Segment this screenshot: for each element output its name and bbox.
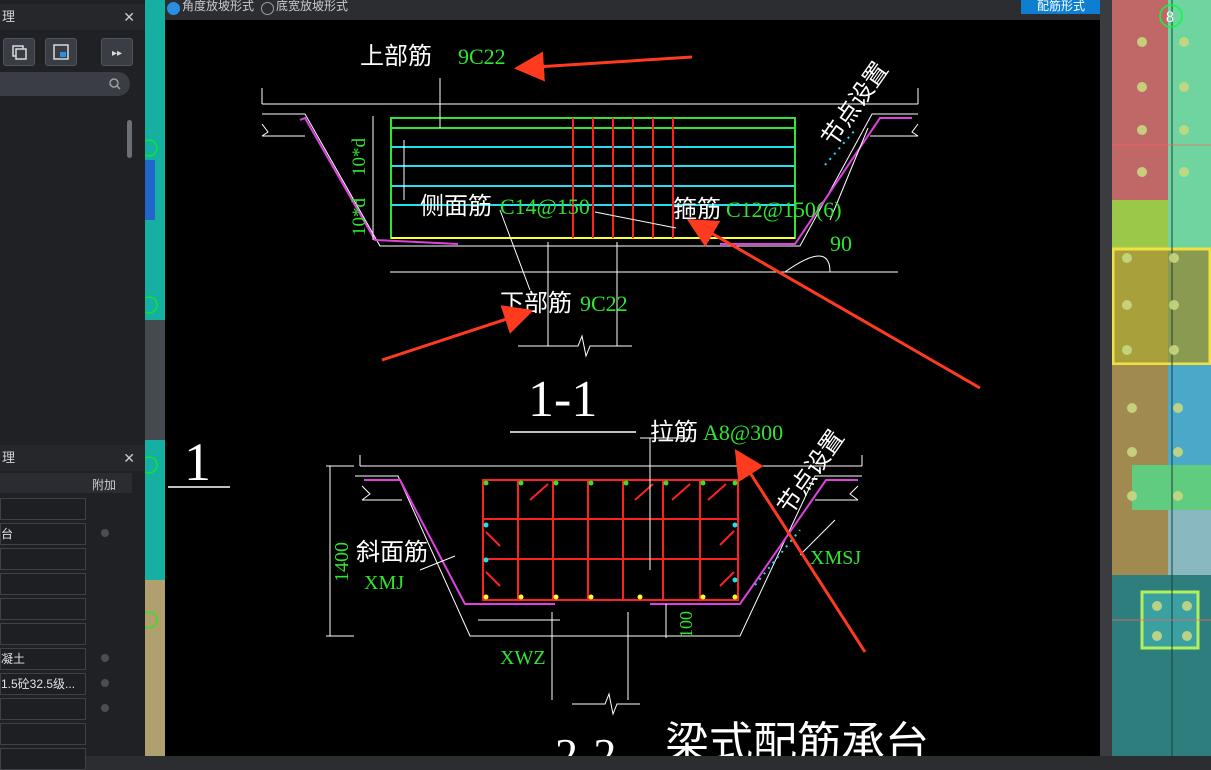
search-icon [109,78,121,90]
close-icon[interactable]: ✕ [123,9,135,25]
angle-value: 90 [830,231,852,256]
section-1-1: 上部筋 9C22 节点设置 10*d 10*d 侧面筋 C14@150 箍筋 C… [261,43,919,433]
top-bar-label: 上部筋 [360,43,432,70]
axis-marker [1159,4,1183,28]
section-2-2: 拉筋 A8@300 节点设置 1400 斜面筋 XMJ XMSJ XWZ 100… [326,419,929,770]
radio-width-slope-label[interactable]: 底宽放坡形式 [276,0,349,13]
xwz-label: XWZ [500,647,546,669]
bottom-bar-label: 下部筋 [500,290,572,317]
attach-checkbox[interactable] [101,654,109,662]
section-title-2-2: 2-2 [555,729,616,756]
close-icon[interactable]: ✕ [123,450,135,466]
scrollbar[interactable] [127,120,132,158]
model-3d-view[interactable]: 8 [1111,0,1211,756]
property-row[interactable] [0,598,86,620]
top-bar-value: 9C22 [458,44,506,69]
slope-side-bar-value: XMSJ [810,547,861,569]
save-layer-icon[interactable] [45,38,77,66]
property-row[interactable] [0,548,86,570]
slope-bar-label: 斜面筋 [356,539,428,566]
model-view-strip [140,0,165,756]
panel-header-top: 理 ✕ [0,4,145,30]
svg-text:1: 1 [184,432,211,492]
height-dimension: 1400 [331,542,353,582]
column-extra: 附加 [92,478,117,492]
search-input[interactable] [0,72,130,96]
property-row[interactable] [0,498,86,520]
tie-bar-label: 拉筋 [650,419,698,446]
dim-10d: 10*d [349,138,370,177]
panel-title: 理 [2,450,16,465]
svg-text:▸▸: ▸▸ [112,48,122,59]
radio-angle-slope-label[interactable]: 角度放坡形式 [182,0,255,13]
panel-header-bottom: 理 ✕ [0,445,145,471]
radio-angle-slope[interactable] [167,2,180,15]
attach-checkbox[interactable] [101,679,109,687]
left-sidebar: 理 ✕ ▸▸ 理 ✕ 附加 台 凝土 1.5砼32.5级... [0,0,145,770]
property-row[interactable]: 1.5砼32.5级... [0,673,86,695]
tie-bar-value: A8@300 [703,420,783,445]
stirrup-value: C12@150(6) [726,197,842,222]
annotation-arrows [381,51,981,653]
section-title-1-1: 1-1 [528,371,597,428]
splitter[interactable] [1100,0,1112,756]
section-marker: 1 [168,432,230,492]
property-grid-header: 附加 [0,473,132,493]
side-bar-label: 侧面筋 [420,193,492,220]
drawing-title: 梁式配筋承台 [665,719,929,756]
property-row[interactable] [0,748,86,770]
panel-title: 理 [2,9,16,24]
property-row[interactable] [0,623,86,645]
rebar-form-button[interactable]: 配筋形式 [1021,0,1101,14]
slope-bar-value: XMJ [364,572,404,594]
attach-checkbox[interactable] [101,704,109,712]
dim-10d: 10*d [349,198,370,237]
side-bar-value: C14@150 [500,194,590,219]
attach-checkbox[interactable] [101,529,109,537]
property-row[interactable]: 凝土 [0,648,86,670]
copy-icon[interactable] [3,38,35,66]
bottom-bar-value: 9C22 [580,291,628,316]
property-row[interactable] [0,723,86,745]
expand-icon[interactable]: ▸▸ [101,38,133,66]
property-row[interactable] [0,573,86,595]
cad-drawing-canvas[interactable]: 上部筋 9C22 节点设置 10*d 10*d 侧面筋 C14@150 箍筋 C… [165,20,1100,770]
axis-label: 8 [1166,9,1174,26]
property-row[interactable]: 台 [0,523,86,545]
stirrup-label: 箍筋 [673,196,721,223]
property-row[interactable] [0,698,86,720]
node-setting-label: 节点设置 [773,425,850,519]
option-bar: 角度放坡形式 底宽放坡形式 配筋形式 [165,0,1101,20]
radio-width-slope[interactable] [261,2,274,15]
dim-100: 100 [676,611,696,638]
